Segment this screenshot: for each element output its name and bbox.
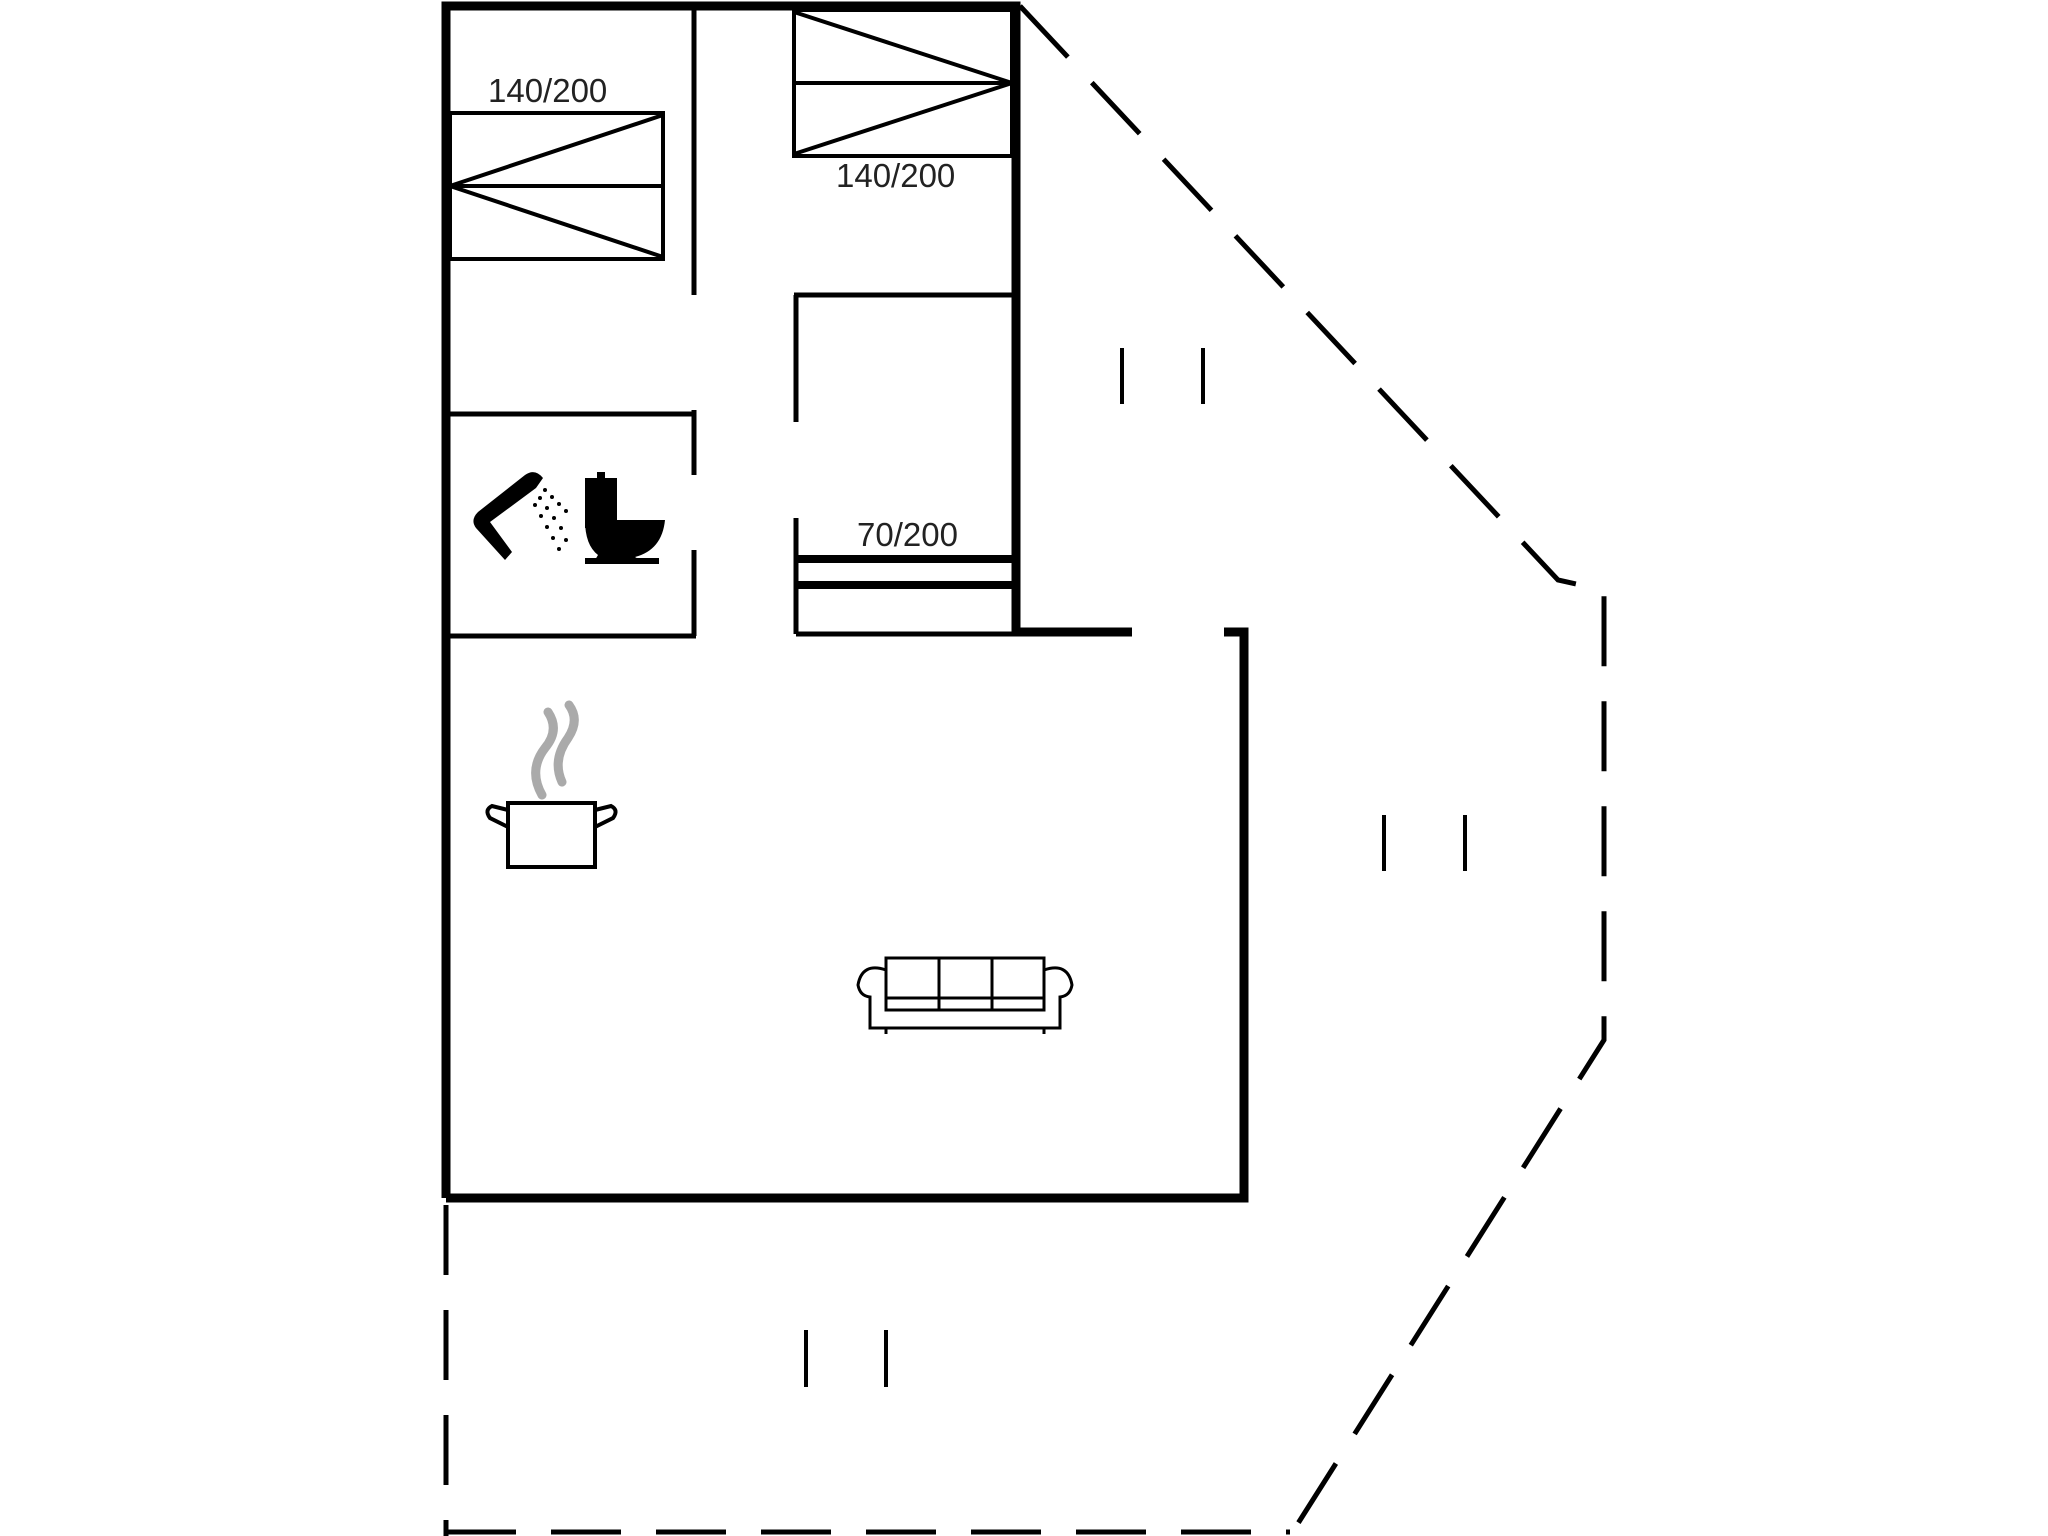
shower-icon bbox=[473, 472, 568, 560]
bed-size-label-2: 140/200 bbox=[836, 157, 956, 194]
interior-walls bbox=[448, 8, 1014, 639]
toilet-icon bbox=[585, 472, 665, 564]
bed-single bbox=[798, 555, 1012, 589]
outer-walls bbox=[441, 1, 1249, 1203]
bed-size-label-1: 140/200 bbox=[488, 72, 608, 109]
bed-double-1 bbox=[448, 111, 665, 261]
terrace-outline bbox=[443, 4, 1607, 1536]
cooking-pot-icon bbox=[485, 700, 618, 869]
sofa-icon bbox=[856, 956, 1074, 1034]
bed-double-2 bbox=[792, 8, 1014, 158]
terrace-markers bbox=[804, 348, 1467, 1387]
bed-size-label-3: 70/200 bbox=[857, 516, 958, 553]
